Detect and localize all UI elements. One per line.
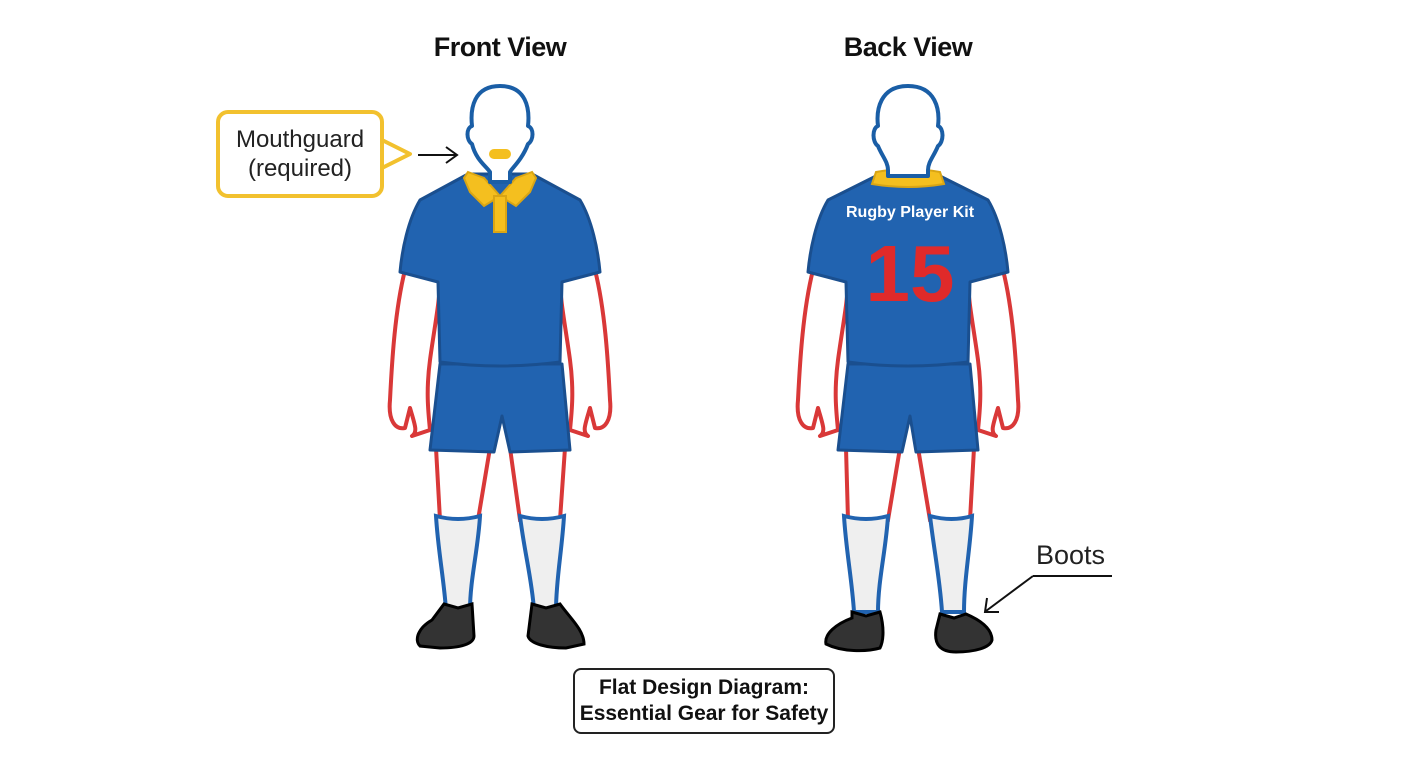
mouthguard-icon (489, 149, 511, 159)
mouthguard-callout: Mouthguard (required) (216, 110, 384, 198)
caption-line-1: Flat Design Diagram: (598, 676, 810, 699)
jersey-text: Rugby Player Kit (845, 204, 975, 221)
front-head (465, 84, 535, 184)
front-legs (434, 447, 567, 522)
back-legs (844, 447, 976, 522)
back-head (871, 84, 945, 178)
boots-arrow-icon (983, 575, 1112, 613)
front-view-title: Front View (433, 32, 567, 62)
front-socks (433, 513, 567, 612)
front-shorts (428, 362, 572, 454)
back-jersey (806, 174, 1010, 368)
back-view-title: Back View (843, 32, 973, 62)
diagram-caption: Flat Design Diagram: Essential Gear for … (573, 668, 835, 734)
boots-label: Boots (1036, 540, 1106, 570)
mouthguard-required-label: (required) (247, 155, 353, 182)
mouthguard-label: Mouthguard (235, 126, 365, 153)
caption-line-2: Essential Gear for Safety (579, 702, 829, 725)
callout-tail (381, 138, 412, 170)
front-collar (462, 170, 538, 233)
front-jersey (398, 172, 602, 368)
front-arms (387, 268, 613, 438)
front-figure (387, 84, 613, 650)
back-socks (841, 513, 975, 614)
front-boots (415, 602, 586, 650)
mouthguard-arrow-icon (418, 146, 459, 164)
back-boots (824, 610, 994, 654)
back-figure (795, 84, 1021, 654)
back-shorts (836, 362, 980, 454)
jersey-number: 15 (865, 229, 955, 318)
back-arms (795, 268, 1021, 438)
